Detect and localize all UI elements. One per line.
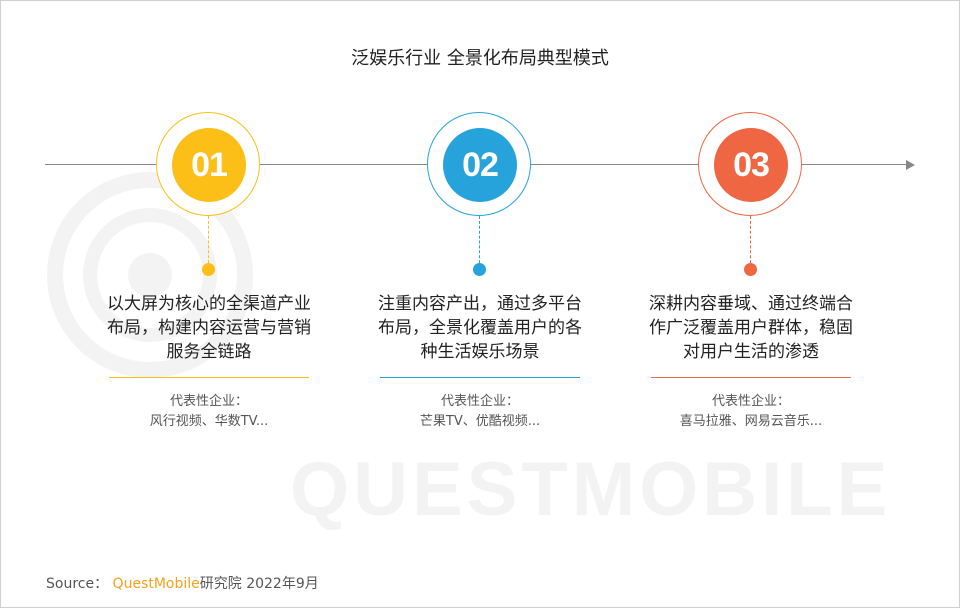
representative-companies: 代表性企业： 芒果TV、优酷视频... bbox=[340, 392, 620, 432]
connector-line bbox=[750, 216, 751, 268]
step-circle: 01 bbox=[156, 112, 260, 216]
connector-dot bbox=[202, 263, 215, 276]
desc-line: 布局，构建内容运营与营销 bbox=[107, 318, 311, 338]
desc-line: 种生活娱乐场景 bbox=[420, 342, 540, 362]
rep-label: 代表性企业： bbox=[440, 394, 519, 409]
desc-line: 服务全链路 bbox=[166, 342, 252, 362]
representative-companies: 代表性企业： 风行视频、华数TV... bbox=[69, 392, 349, 432]
desc-line: 对用户生活的渗透 bbox=[683, 342, 819, 362]
step-description: 注重内容产出，通过多平台 布局，全景化覆盖用户的各 种生活娱乐场景 bbox=[340, 292, 620, 364]
desc-line: 以大屏为核心的全渠道产业 bbox=[107, 294, 311, 314]
watermark-text: QUESTMOBILE bbox=[290, 447, 892, 532]
divider bbox=[380, 377, 580, 378]
step-number: 02 bbox=[443, 128, 517, 202]
rep-label: 代表性企业： bbox=[169, 394, 248, 409]
step-description: 深耕内容垂域、通过终端合 作广泛覆盖用户群体，稳固 对用户生活的渗透 bbox=[611, 292, 891, 364]
source-brand: QuestMobile bbox=[112, 576, 200, 592]
source-label: Source： bbox=[46, 576, 109, 592]
rep-value: 喜马拉雅、网易云音乐... bbox=[679, 414, 823, 429]
desc-line: 深耕内容垂域、通过终端合 bbox=[649, 294, 853, 314]
connector-line bbox=[479, 216, 480, 268]
step-description: 以大屏为核心的全渠道产业 布局，构建内容运营与营销 服务全链路 bbox=[69, 292, 349, 364]
source-rest: 研究院 2022年9月 bbox=[199, 576, 319, 592]
representative-companies: 代表性企业： 喜马拉雅、网易云音乐... bbox=[611, 392, 891, 432]
connector-line bbox=[208, 216, 209, 268]
connector-dot bbox=[744, 263, 757, 276]
step-number: 03 bbox=[714, 128, 788, 202]
divider bbox=[651, 377, 851, 378]
step-circle: 03 bbox=[698, 112, 802, 216]
rep-value: 芒果TV、优酷视频... bbox=[419, 414, 541, 429]
rep-value: 风行视频、华数TV... bbox=[149, 414, 269, 429]
step-number: 01 bbox=[172, 128, 246, 202]
divider bbox=[109, 377, 309, 378]
rep-label: 代表性企业： bbox=[711, 394, 790, 409]
page-title: 泛娱乐行业 全景化布局典型模式 bbox=[351, 48, 609, 69]
desc-line: 布局，全景化覆盖用户的各 bbox=[378, 318, 582, 338]
desc-line: 注重内容产出，通过多平台 bbox=[378, 294, 582, 314]
source-note: Source： QuestMobile研究院 2022年9月 bbox=[46, 573, 319, 593]
connector-dot bbox=[473, 263, 486, 276]
desc-line: 作广泛覆盖用户群体，稳固 bbox=[649, 318, 853, 338]
timeline-arrow-icon bbox=[906, 160, 915, 170]
step-circle: 02 bbox=[427, 112, 531, 216]
